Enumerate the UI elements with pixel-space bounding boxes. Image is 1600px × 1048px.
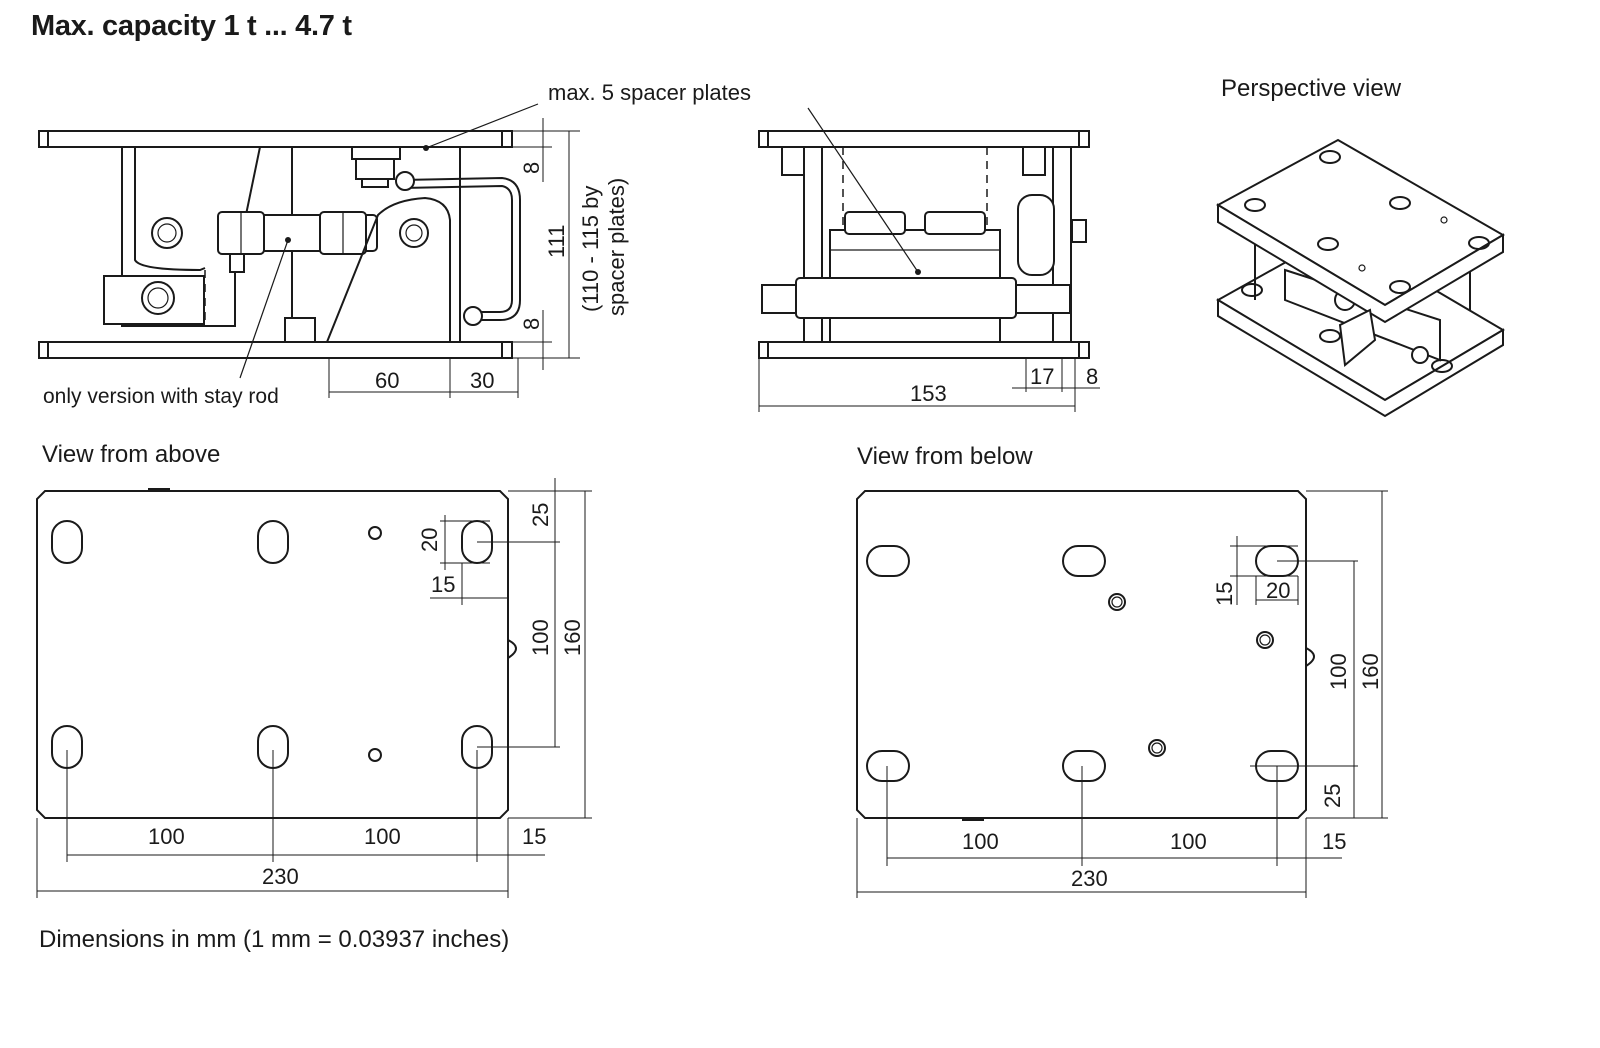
above-dim-160: 160: [560, 619, 585, 656]
side-bottom-plate: [38, 341, 513, 359]
below-dim-20: 20: [1266, 578, 1290, 603]
dim-8-front: 8: [1086, 364, 1098, 389]
side-view: 60 30 8 8 111 (110 - 115 by spacer plate…: [38, 103, 629, 398]
front-bottom-plate: [758, 341, 1090, 359]
stay-rod-leader: [239, 239, 289, 379]
front-stay-rod: [795, 277, 1017, 319]
below-dim-100v: 100: [1326, 653, 1351, 690]
dim-17: 17: [1030, 364, 1054, 389]
below-dim-25: 25: [1320, 784, 1345, 808]
stay-rod-label: only version with stay rod: [43, 385, 279, 408]
view-from-above-title: View from above: [42, 441, 221, 468]
below-dim-15b: 15: [1322, 829, 1346, 854]
dim-30: 30: [470, 368, 494, 393]
above-dim-15b: 15: [522, 824, 546, 849]
above-dim-15: 15: [431, 572, 455, 597]
below-dim-100b: 100: [1170, 829, 1207, 854]
front-load-cell: [829, 229, 1001, 279]
side-cable: [401, 176, 521, 321]
above-dim-25: 25: [528, 503, 553, 527]
below-slot-2: [1062, 545, 1106, 577]
dim-range-line2: spacer plates): [604, 178, 629, 316]
view-from-below-title: View from below: [857, 443, 1033, 470]
above-slot-2: [257, 520, 289, 564]
below-dim-100a: 100: [962, 829, 999, 854]
above-view: 100 100 15 230 25 20 15 100 160: [36, 478, 592, 898]
dim-153: 153: [910, 381, 947, 406]
side-right-bracket: [325, 196, 451, 343]
below-slot-1: [866, 545, 910, 577]
below-slot-5: [1062, 750, 1106, 782]
page-title: Max. capacity 1 t ... 4.7 t: [31, 10, 352, 42]
dimensions-footnote: Dimensions in mm (1 mm = 0.03937 inches): [39, 926, 510, 953]
dim-8-bottom: 8: [519, 318, 544, 330]
front-top-plate: [758, 130, 1090, 148]
below-view: 100 100 15 230 15 20 100 160 25: [856, 490, 1388, 898]
above-dim-230: 230: [262, 864, 299, 889]
perspective-view: [1215, 138, 1505, 418]
below-dim-15: 15: [1212, 582, 1237, 606]
front-view: 153 17 8: [758, 107, 1100, 412]
above-dim-100a: 100: [148, 824, 185, 849]
above-plate-outline: [36, 490, 509, 819]
below-dim-230: 230: [1071, 866, 1108, 891]
above-dim-100b: 100: [364, 824, 401, 849]
spacer-plate-leader: [425, 103, 539, 149]
below-plate-outline: [856, 490, 1307, 819]
dim-range-line1: (110 - 115 by: [578, 186, 603, 312]
above-dim-100v: 100: [528, 619, 553, 656]
side-top-nut: [351, 146, 401, 160]
spacer-plates-label: max. 5 spacer plates: [548, 80, 751, 105]
dim-60: 60: [375, 368, 399, 393]
perspective-view-title: Perspective view: [1221, 75, 1402, 102]
above-slot-1: [51, 520, 83, 564]
below-slot-4: [866, 750, 910, 782]
side-left-bolt-hole: [151, 217, 183, 249]
dim-8-top: 8: [519, 162, 544, 174]
dim-111: 111: [544, 225, 569, 258]
above-dim-20: 20: [417, 528, 442, 552]
below-dim-160: 160: [1358, 653, 1383, 690]
side-top-plate: [38, 130, 513, 148]
